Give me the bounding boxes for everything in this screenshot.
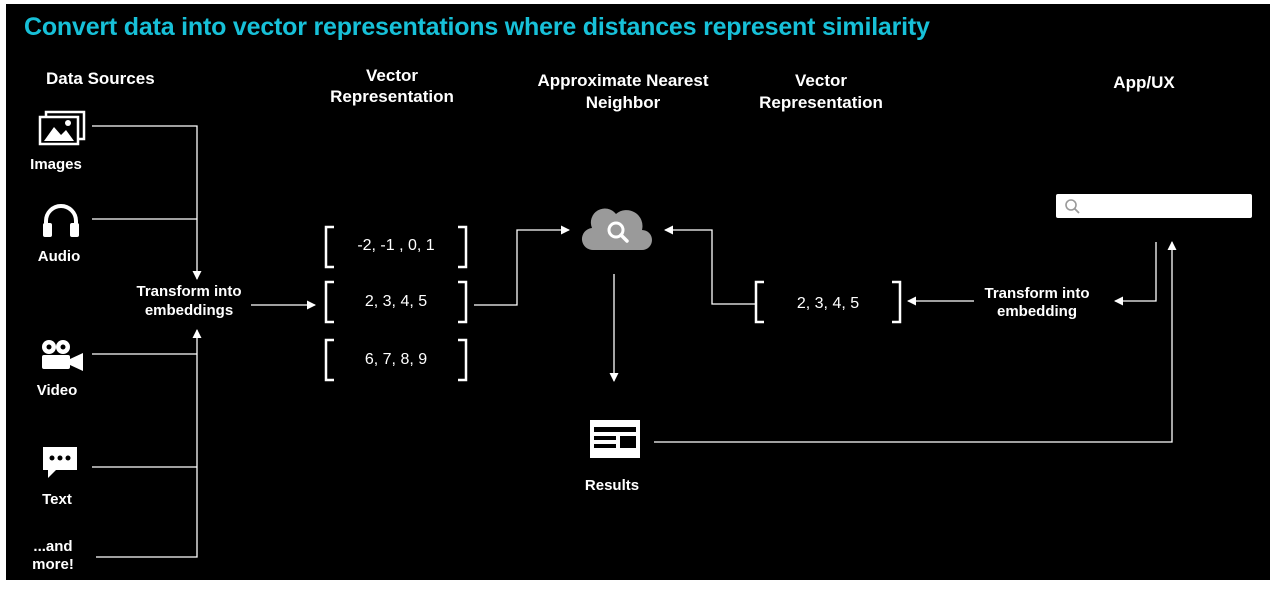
source-more-2: more!: [32, 556, 74, 573]
line-results-to-app: [654, 241, 1177, 443]
line-right-vector-to-ann: [664, 225, 755, 305]
source-more-1: ...and: [33, 538, 73, 555]
transform-right-2: embedding: [996, 303, 1078, 320]
transform-right-1: Transform into: [984, 285, 1090, 302]
header-app-ux: App/UX: [1113, 73, 1175, 92]
header-ann-2: Neighbor: [585, 93, 661, 112]
results-label: Results: [584, 477, 640, 494]
transform-left-1: Transform into: [136, 283, 242, 300]
video-camera-icon: [42, 340, 83, 371]
source-audio-label: Audio: [37, 248, 81, 265]
header-vector-left-2: Representation: [330, 87, 454, 106]
app-search-input[interactable]: [1056, 194, 1252, 218]
vector-left-3: 6, 7, 8, 9: [364, 351, 428, 368]
connector-lines: [92, 125, 1177, 558]
headphones-icon: [43, 204, 79, 237]
vector-left-1: -2, -1 , 0, 1: [357, 237, 435, 254]
vector-left-2: 2, 3, 4, 5: [364, 293, 428, 310]
images-icon: [38, 110, 86, 146]
cloud-search-icon: [581, 208, 652, 251]
transform-left-2: embeddings: [144, 302, 234, 319]
line-search-to-transform: [1114, 242, 1157, 306]
line-more: [96, 329, 202, 558]
results-icon: [590, 420, 640, 458]
right-vector-brackets: [754, 280, 902, 324]
chat-bubble-icon: [43, 447, 77, 478]
source-video-label: Video: [36, 382, 78, 399]
header-vector-right-1: Vector: [795, 71, 847, 90]
header-data-sources: Data Sources: [46, 69, 155, 88]
header-vector-left-1: Vector: [366, 66, 418, 85]
source-text-label: Text: [42, 491, 72, 508]
vector-right: 2, 3, 4, 5: [796, 295, 860, 312]
search-icon: [1065, 199, 1080, 214]
diagram-canvas: Convert data into vector representations…: [6, 4, 1270, 580]
left-vector-brackets: [324, 225, 468, 382]
header-ann-1: Approximate Nearest: [537, 71, 709, 90]
source-images-label: Images: [30, 156, 82, 173]
header-vector-right-2: Representation: [759, 93, 883, 112]
line-images: [92, 125, 202, 280]
line-vector-to-ann: [474, 225, 570, 306]
diagram-title: Convert data into vector representations…: [24, 13, 930, 41]
